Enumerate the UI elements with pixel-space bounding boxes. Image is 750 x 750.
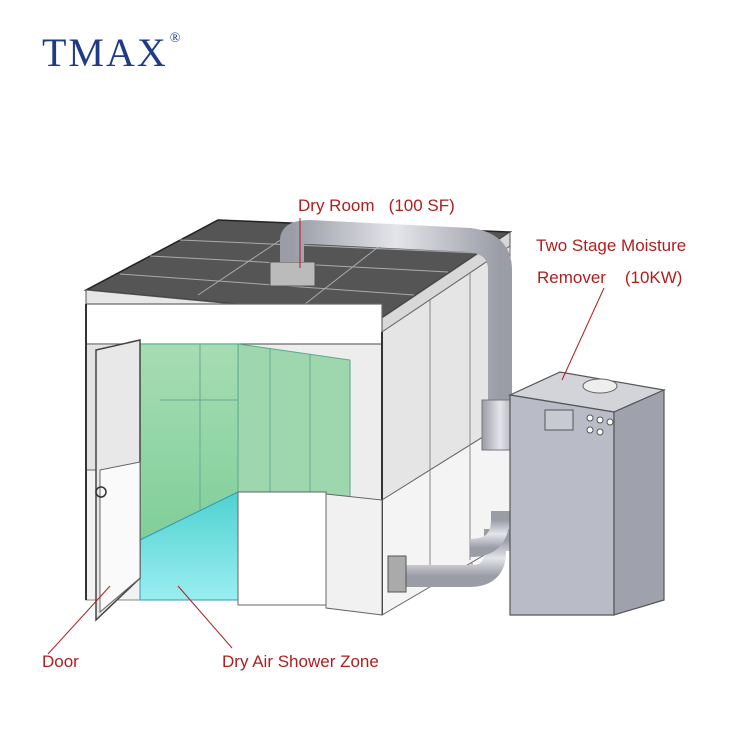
moisture-remover-label-line1: Two Stage Moisture — [536, 236, 687, 255]
dry-room-label: Dry Room (100 SF) — [298, 196, 455, 215]
shower-zone-glass — [139, 343, 351, 601]
moisture-remover-unit — [507, 371, 667, 616]
tmax-logo: TMAX® — [42, 32, 182, 73]
door-label: Door — [42, 652, 79, 671]
door — [95, 339, 141, 622]
registered-mark: ® — [169, 31, 183, 46]
brand-name: TMAX — [42, 30, 168, 75]
shower-zone-label: Dry Air Shower Zone — [222, 652, 379, 671]
air-ducts — [280, 220, 520, 593]
lower-panels — [237, 491, 383, 616]
leader-lines — [47, 218, 605, 655]
moisture-remover-label-line2: Remover (10KW) — [537, 268, 683, 287]
